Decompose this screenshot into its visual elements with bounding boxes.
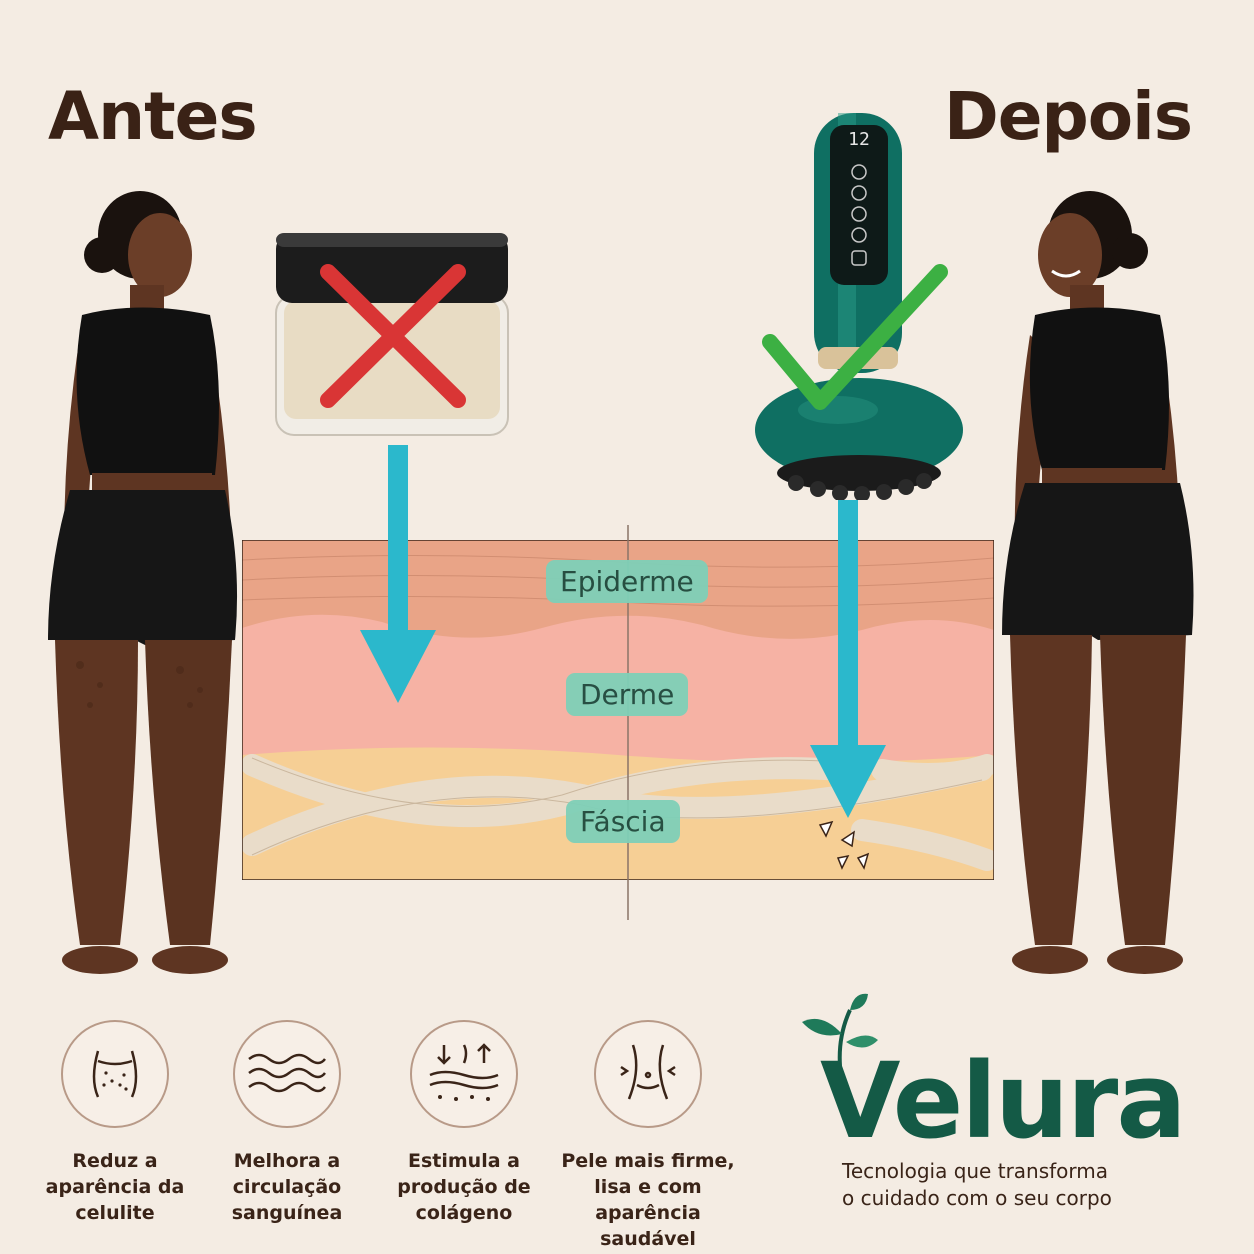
tagline-line: Tecnologia que transforma xyxy=(842,1159,1109,1183)
cellulite-hips-icon xyxy=(61,1020,169,1128)
benefit-text: sanguínea xyxy=(231,1202,343,1224)
collagen-arrows-icon xyxy=(410,1020,518,1128)
benefit-text: Pele mais firme, xyxy=(561,1150,735,1172)
benefit-text: circulação xyxy=(232,1176,342,1198)
leaf-logo-icon xyxy=(802,993,878,1067)
benefit-text: lisa e com aparência xyxy=(594,1176,702,1224)
cream-arrow-icon xyxy=(360,445,436,703)
check-icon xyxy=(762,264,948,410)
before-heading: Antes xyxy=(48,78,258,155)
device-arrow-icon xyxy=(810,500,886,818)
cross-icon xyxy=(320,264,466,408)
fascia-label: Fáscia xyxy=(566,800,680,843)
benefit-text: produção de xyxy=(397,1176,531,1198)
benefit-circulation: Melhora a circulação sanguínea xyxy=(187,1020,387,1226)
benefit-text: Melhora a xyxy=(233,1150,341,1172)
brand-tagline: Tecnologia que transforma o cuidado com … xyxy=(842,1158,1112,1212)
woman-before-figure xyxy=(48,191,238,974)
benefit-cellulite: Reduz a aparência da celulite xyxy=(15,1020,215,1226)
benefit-firm-skin: Pele mais firme, lisa e com aparência sa… xyxy=(548,1020,748,1252)
benefit-text: celulite xyxy=(75,1202,155,1224)
after-heading: Depois xyxy=(943,78,1193,155)
benefit-text: Estimula a xyxy=(408,1150,520,1172)
device-display: 12 xyxy=(848,129,870,150)
benefit-text: colágeno xyxy=(415,1202,513,1224)
brand-name: Velura xyxy=(820,1040,1186,1162)
dermis-label: Derme xyxy=(566,673,689,716)
firm-waist-icon xyxy=(594,1020,702,1128)
woman-after-figure xyxy=(1002,191,1194,974)
benefit-collagen: Estimula a produção de colágeno xyxy=(364,1020,564,1226)
benefit-text: aparência da xyxy=(45,1176,185,1198)
waves-circulation-icon xyxy=(233,1020,341,1128)
massage-device-image: 12 xyxy=(755,113,963,500)
fascia-break-fragments xyxy=(818,820,870,870)
tagline-line: o cuidado com o seu corpo xyxy=(842,1186,1112,1210)
benefit-text: saudável xyxy=(600,1228,696,1250)
epidermis-label: Epiderme xyxy=(546,560,708,603)
benefit-text: Reduz a xyxy=(72,1150,158,1172)
